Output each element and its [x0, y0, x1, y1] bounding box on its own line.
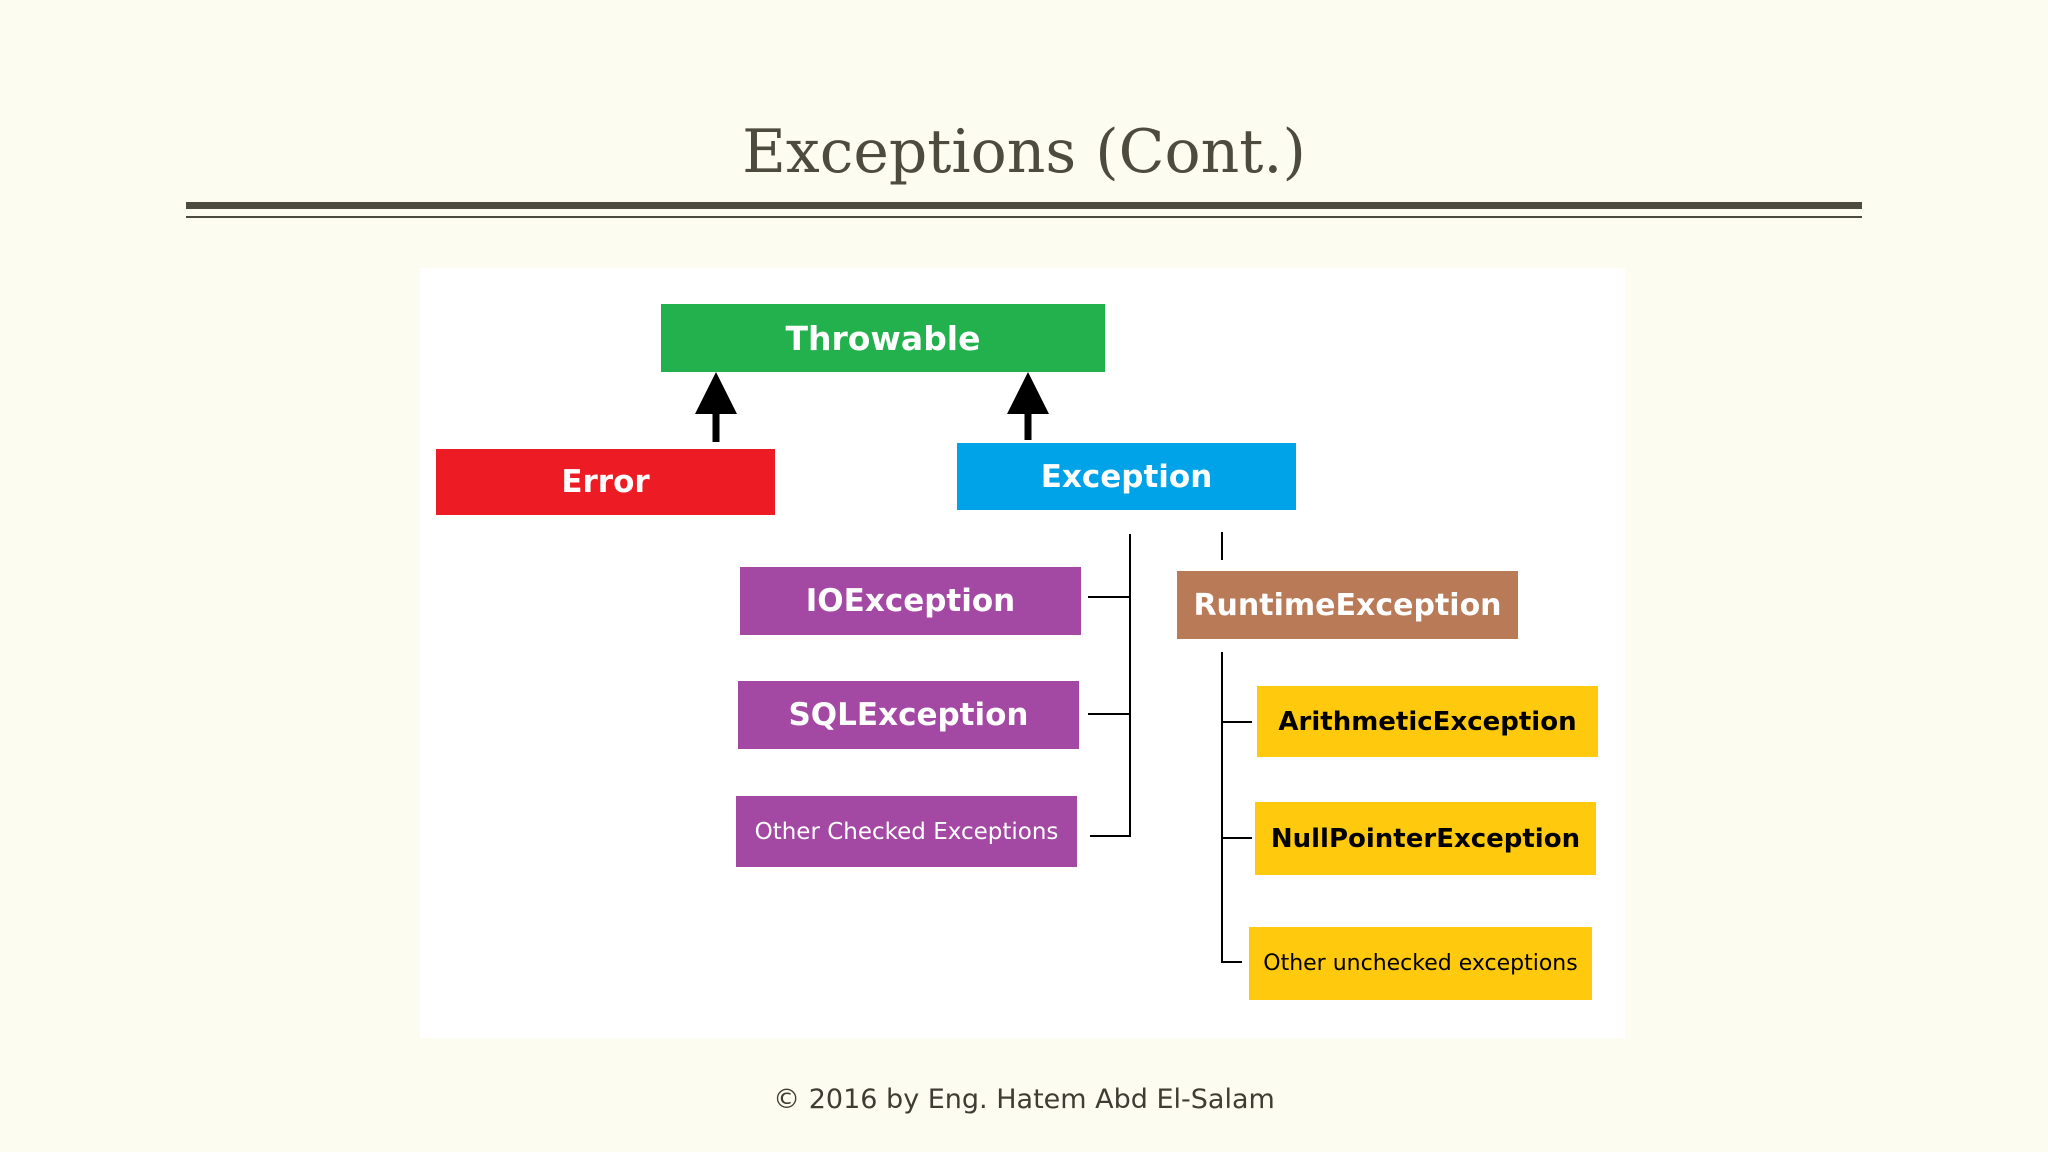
node-arithmetic-exception: ArithmeticException: [1257, 686, 1598, 757]
node-null-pointer-exception-label: NullPointerException: [1270, 823, 1581, 854]
slide-title: Exceptions (Cont.): [742, 117, 1306, 187]
node-exception: Exception: [957, 443, 1296, 510]
node-exception-label: Exception: [1040, 458, 1213, 495]
node-arithmetic-exception-label: ArithmeticException: [1278, 706, 1577, 737]
copyright-footer: © 2016 by Eng. Hatem Abd El-Salam: [773, 1084, 1275, 1115]
node-sql-exception: SQLException: [738, 681, 1079, 749]
title-rule-thick: [186, 202, 1862, 209]
node-throwable-label: Throwable: [785, 318, 981, 358]
node-sql-exception-label: SQLException: [788, 697, 1029, 733]
node-io-exception-label: IOException: [805, 583, 1016, 619]
node-other-unchecked: Other unchecked exceptions: [1249, 927, 1592, 1000]
edge-checked-bracket: [1088, 534, 1131, 837]
node-io-exception: IOException: [740, 567, 1081, 635]
edge-unchecked-bracket: [1221, 652, 1242, 963]
node-throwable: Throwable: [661, 304, 1105, 372]
node-other-checked: Other Checked Exceptions: [736, 796, 1077, 867]
node-error: Error: [436, 449, 775, 515]
node-runtime-exception-label: RuntimeException: [1193, 587, 1502, 623]
node-error-label: Error: [561, 464, 650, 500]
node-other-unchecked-label: Other unchecked exceptions: [1263, 951, 1578, 976]
title-rule-thin: [186, 216, 1862, 218]
node-other-checked-label: Other Checked Exceptions: [754, 818, 1059, 845]
node-runtime-exception: RuntimeException: [1177, 571, 1518, 639]
node-null-pointer-exception: NullPointerException: [1255, 802, 1596, 875]
